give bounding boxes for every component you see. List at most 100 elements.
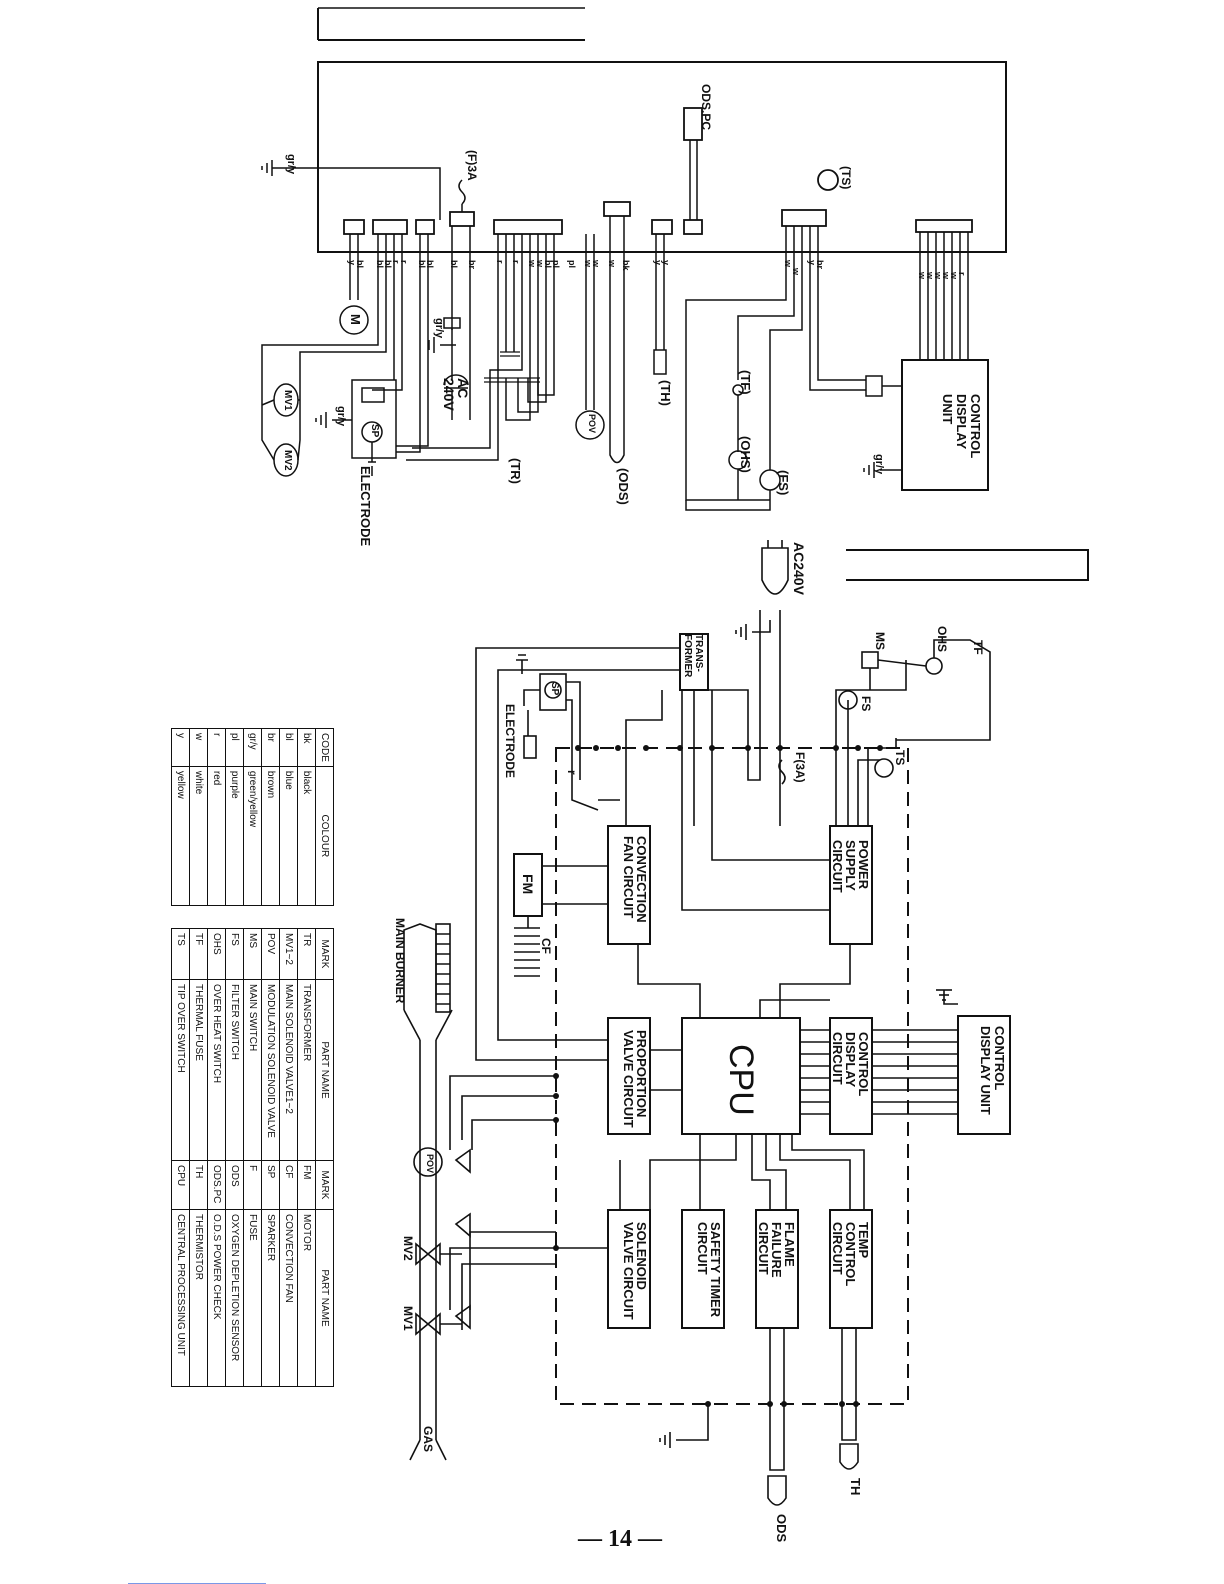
label-ods-pc: ODS.PC [699, 84, 713, 131]
label-motor: M [348, 314, 363, 325]
label-proportion-valve-circuit: PROPORTION VALVE CIRCUIT [621, 1030, 649, 1128]
wire-code-cdu-5: r [957, 272, 967, 276]
table-cell: y [171, 728, 190, 767]
label-electrode-top: ELECTRODE [358, 466, 373, 547]
wire-code-ac-1: br [467, 260, 477, 269]
label-fm: FM [520, 874, 536, 895]
colour-table-header-colour: COLOUR [315, 766, 334, 906]
label-pov-top: POV [587, 414, 597, 434]
label-mv1-top: MV1 [282, 390, 293, 411]
wire-code-pov-2: w [591, 260, 601, 268]
pcb-board [317, 61, 1007, 253]
label-cf: CF [539, 938, 553, 954]
table-cell: THERMISTOR [189, 1209, 208, 1387]
label-th-top: (TH) [658, 380, 673, 406]
parts-table-header-part-name-2: PART NAME [315, 1209, 334, 1387]
label-transformer: TRANS-FORMER [682, 634, 704, 678]
table-header-row: CODE COLOUR [315, 728, 334, 906]
control-display-unit-box [957, 1015, 1011, 1135]
label-fs: FS [859, 696, 873, 712]
label-control-display-unit: CONTROL DISPLAY UNIT [978, 1026, 1007, 1115]
wire-code-tr-1: r [511, 260, 521, 264]
wiring-harness [261, 216, 969, 511]
table-cell: bk [297, 728, 316, 767]
table-cell: POV [261, 928, 280, 980]
parts-table-header-part-name: PART NAME [315, 979, 334, 1161]
cpu-box [681, 1017, 801, 1135]
wire-code-ods-1: bk [621, 260, 631, 271]
label-ohs-top: (OHS) [738, 436, 753, 473]
pcb-connectors [343, 201, 973, 235]
table-cell: ODS.PC [207, 1160, 226, 1210]
table-cell: red [207, 766, 226, 906]
label-sp: SP [549, 682, 560, 696]
wire-code-ac-0: bl [449, 260, 459, 268]
table-cell: OXYGEN DEPLETION SENSOR [225, 1209, 244, 1387]
control-display-circuit-box [829, 1017, 873, 1135]
wire-code-sw-0: w [783, 260, 793, 268]
table-cell: FM [297, 1160, 316, 1210]
table-cell: CPU [171, 1160, 190, 1210]
table-cell: brown [261, 766, 280, 906]
table-cell: MAIN SWITCH [243, 979, 262, 1161]
label-main-burner: MAIN BURNER [393, 918, 407, 1004]
wire-code-tr-5: pl [551, 260, 561, 268]
table-cell: MODULATION SOLENOID VALVE [261, 979, 280, 1161]
block-diagram [403, 540, 1089, 1506]
table-cell: purple [225, 766, 244, 906]
label-ac: AC [455, 378, 471, 399]
page-number: — 14 — [578, 1526, 662, 1552]
label-ac240v: AC240V [791, 542, 807, 595]
label-fuse-top: (F)3A [465, 150, 479, 181]
table-cell: black [297, 766, 316, 906]
proportion-valve-circuit-box [607, 1017, 651, 1135]
label-th: TH [848, 1478, 863, 1496]
table-cell: TF [189, 928, 208, 980]
control-display-unit-box-top [901, 359, 989, 491]
label-power-supply-circuit: POWER SUPPLY CIRCUIT [830, 840, 871, 893]
block-title-box [846, 549, 1089, 581]
table-cell: r [207, 728, 226, 767]
wire-code-sw-1: w [791, 268, 801, 276]
table-cell: MV1~2 [279, 928, 298, 980]
label-cpu: CPU [722, 1044, 760, 1116]
label-ts: TS [893, 750, 907, 766]
label-gas: GAS [421, 1426, 435, 1453]
label-ohs: OHS [935, 626, 949, 653]
label-r1: r [565, 770, 579, 775]
label-flame-failure-circuit: FLAME FAILURE CIRCUIT [756, 1222, 797, 1278]
label-gry-top: gr/y [285, 154, 297, 175]
table-cell: white [189, 766, 208, 906]
table-cell: SPARKER [261, 1209, 280, 1387]
label-ac240: 240V [441, 378, 457, 411]
label-pov: POV [425, 1154, 435, 1174]
table-cell: TS [171, 928, 190, 980]
label-mv2-top: MV2 [282, 450, 293, 471]
wiring-title-box [317, 8, 585, 41]
label-gry-sp: gr/y [335, 406, 347, 427]
wire-code-tr-0: r [495, 260, 505, 264]
table-cell: MAIN SOLENOID VALVE1~2 [279, 979, 298, 1161]
table-cell: CENTRAL PROCESSING UNIT [171, 1209, 190, 1387]
label-mv2: MV2 [401, 1236, 415, 1261]
label-electrode: ELECTRODE [503, 704, 517, 779]
table-cell: br [261, 728, 280, 767]
table-cell: w [189, 728, 208, 767]
parts-table-header-mark: MARK [315, 928, 334, 980]
